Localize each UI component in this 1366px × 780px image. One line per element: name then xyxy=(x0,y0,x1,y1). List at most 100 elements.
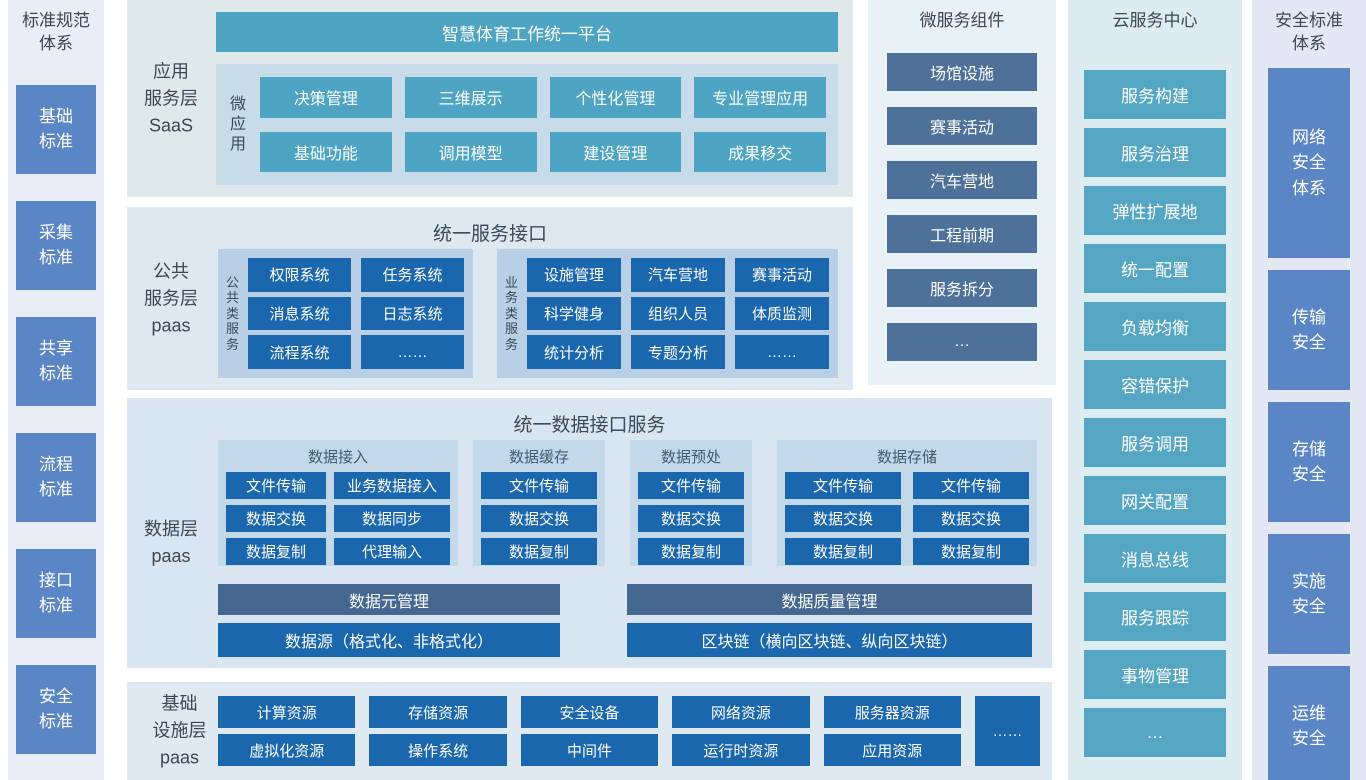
infra-item-os: 操作系统 xyxy=(369,734,507,766)
unified-data-interface-title: 统一数据接口服务 xyxy=(513,415,666,436)
cloud-service-center-title: 云服务中心 xyxy=(1112,11,1198,30)
data-preprocess-title: 数据预处 xyxy=(660,449,721,466)
data-storage-title: 数据存储 xyxy=(876,449,937,466)
data-preprocess-item: 数据复制 xyxy=(638,538,744,565)
cloud-item-more: … xyxy=(1084,708,1226,757)
public-service-layer-panel: 统一服务接口 公共 服务层 paas 公 共 类 服 务 权限系统 任务系统 消… xyxy=(127,207,853,390)
micro-app-item: 三维展示 xyxy=(404,77,537,118)
data-storage-item: 数据交换 xyxy=(913,505,1029,532)
microservice-item-camps: 汽车营地 xyxy=(887,161,1037,199)
standards-box-collection: 采集 标准 xyxy=(16,201,96,290)
cloud-service-center-panel: 云服务中心 服务构建 服务治理 弹性扩展地 统一配置 负载均衡 容错保护 服务调… xyxy=(1068,0,1242,780)
cloud-service-box-list: 服务构建 服务治理 弹性扩展地 统一配置 负载均衡 容错保护 服务调用 网关配置… xyxy=(1084,70,1226,757)
cloud-item-build: 服务构建 xyxy=(1084,70,1226,119)
app-service-layer-panel: 应用 服务层 SaaS 智慧体育工作统一平台 微 应 用 决策管理 三维展示 个… xyxy=(127,0,853,197)
micro-app-container: 微 应 用 决策管理 三维展示 个性化管理 专业管理应用 基础功能 调用模型 建… xyxy=(216,64,838,185)
business-service-item: 设施管理 xyxy=(527,258,621,292)
data-access-title: 数据接入 xyxy=(307,449,368,466)
business-service-item-more: …… xyxy=(735,335,829,369)
app-layer-label: 应用 服务层 SaaS xyxy=(144,61,198,135)
common-service-item: 流程系统 xyxy=(248,335,351,369)
security-standards-title: 安全标准 体系 xyxy=(1275,11,1343,53)
infra-item-compute: 计算资源 xyxy=(218,696,356,728)
data-storage-item: 文件传输 xyxy=(785,472,901,499)
security-box-storage: 存储 安全 xyxy=(1268,402,1350,522)
infra-item-network: 网络资源 xyxy=(672,696,810,728)
data-cache-group: 数据缓存 文件传输 数据交换 数据复制 xyxy=(473,440,605,566)
business-service-item: 统计分析 xyxy=(527,335,621,369)
data-preprocess-group: 数据预处 文件传输 数据交换 数据复制 xyxy=(630,440,752,566)
infra-item-middleware: 中间件 xyxy=(520,734,659,766)
data-access-item: 业务数据接入 xyxy=(334,472,450,499)
common-services-label: 公 共 类 服 务 xyxy=(226,274,240,352)
micro-app-item: 建设管理 xyxy=(549,131,682,172)
micro-app-item: 决策管理 xyxy=(260,77,392,118)
data-cache-item: 数据复制 xyxy=(481,538,597,565)
business-services-group: 业 务 类 服 务 设施管理 汽车营地 赛事活动 科学健身 组织人员 体质监测 … xyxy=(497,249,838,378)
security-standards-sidebar: 安全标准 体系 网络 安全 体系 传输 安全 存储 安全 实施 安全 运维 安全 xyxy=(1252,0,1366,780)
data-access-group: 数据接入 文件传输 业务数据接入 数据交换 数据同步 数据复制 代理输入 xyxy=(218,440,458,566)
standards-box-sharing: 共享 标准 xyxy=(16,317,96,406)
data-storage-item: 文件传输 xyxy=(913,472,1029,499)
data-source-bar: 数据源（格式化、非格式化） xyxy=(218,623,560,657)
infra-item-runtime: 运行时资源 xyxy=(672,734,810,766)
data-meta-management-bar: 数据元管理 xyxy=(218,584,560,615)
microservices-box-list: 场馆设施 赛事活动 汽车营地 工程前期 服务拆分 … xyxy=(887,53,1037,361)
standards-sidebar-title: 标准规范 体系 xyxy=(22,11,90,53)
micro-app-item: 个性化管理 xyxy=(549,77,682,118)
micro-app-label: 微 应 用 xyxy=(230,95,247,153)
micro-app-grid: 决策管理 三维展示 个性化管理 专业管理应用 基础功能 调用模型 建设管理 成果… xyxy=(260,77,826,172)
data-access-item: 文件传输 xyxy=(226,472,326,499)
cloud-item-config: 统一配置 xyxy=(1084,244,1226,293)
standards-box-list: 基础 标准 采集 标准 共享 标准 流程 标准 接口 标准 安全 标准 xyxy=(16,85,96,754)
data-layer-label: 数据层 paas xyxy=(144,519,198,566)
infra-more-box: …… xyxy=(974,696,1040,766)
infra-resource-grid: …… 计算资源 存储资源 安全设备 网络资源 服务器资源 虚拟化资源 操作系统 … xyxy=(218,696,1040,766)
microservices-panel: 微服务组件 场馆设施 赛事活动 汽车营地 工程前期 服务拆分 … xyxy=(868,0,1056,385)
common-services-grid: 权限系统 任务系统 消息系统 日志系统 流程系统 …… xyxy=(248,258,464,369)
security-box-operations: 运维 安全 xyxy=(1268,666,1350,780)
unified-service-interface-title: 统一服务接口 xyxy=(432,224,547,245)
infra-layer-label: 基础 设施层 paas xyxy=(152,693,207,768)
business-service-item: 汽车营地 xyxy=(631,258,725,292)
cloud-item-elastic: 弹性扩展地 xyxy=(1084,186,1226,235)
micro-app-item: 专业管理应用 xyxy=(694,77,826,118)
data-storage-group: 数据存储 文件传输 文件传输 数据交换 数据交换 数据复制 数据复制 xyxy=(777,440,1037,566)
standards-sidebar: 标准规范 体系 基础 标准 采集 标准 共享 标准 流程 标准 接口 标准 安全… xyxy=(8,0,104,780)
data-preprocess-item: 数据交换 xyxy=(638,505,744,532)
infrastructure-layer-panel: 基础 设施层 paas …… 计算资源 存储资源 安全设备 网络资源 服务器资源… xyxy=(127,682,1052,780)
common-services-group: 公 共 类 服 务 权限系统 任务系统 消息系统 日志系统 流程系统 …… xyxy=(218,249,473,378)
standards-box-security: 安全 标准 xyxy=(16,665,96,754)
micro-app-item: 成果移交 xyxy=(694,131,826,172)
microservice-item-events: 赛事活动 xyxy=(887,107,1037,145)
business-service-item: 科学健身 xyxy=(527,296,621,331)
common-service-item-more: …… xyxy=(361,335,464,369)
standards-box-interface: 接口 标准 xyxy=(16,549,96,638)
security-box-transmission: 传输 安全 xyxy=(1268,270,1350,390)
data-storage-item: 数据交换 xyxy=(785,505,901,532)
cloud-item-tracing: 服务跟踪 xyxy=(1084,592,1226,641)
infra-item-security-device: 安全设备 xyxy=(520,696,659,728)
common-service-item: 权限系统 xyxy=(248,258,351,292)
data-storage-grid: 文件传输 文件传输 数据交换 数据交换 数据复制 数据复制 xyxy=(785,472,1029,565)
data-access-item: 代理输入 xyxy=(334,538,450,565)
business-services-label: 业 务 类 服 务 xyxy=(505,274,519,352)
infra-item-application: 应用资源 xyxy=(823,734,961,766)
common-service-item: 消息系统 xyxy=(248,296,351,331)
common-service-item: 日志系统 xyxy=(361,296,464,331)
micro-app-item: 调用模型 xyxy=(404,131,537,172)
data-layer-panel: 统一数据接口服务 数据层 paas 数据接入 文件传输 业务数据接入 数据交换 … xyxy=(127,398,1052,668)
business-services-grid: 设施管理 汽车营地 赛事活动 科学健身 组织人员 体质监测 统计分析 专题分析 … xyxy=(527,258,829,369)
cloud-item-transaction: 事物管理 xyxy=(1084,650,1226,699)
cloud-item-invocation: 服务调用 xyxy=(1084,418,1226,467)
data-cache-grid: 文件传输 数据交换 数据复制 xyxy=(481,472,597,565)
cloud-item-load-balance: 负载均衡 xyxy=(1084,302,1226,351)
cloud-item-message-bus: 消息总线 xyxy=(1084,534,1226,583)
microservice-item-more: … xyxy=(887,323,1037,361)
common-service-item: 任务系统 xyxy=(361,258,464,292)
data-cache-title: 数据缓存 xyxy=(508,449,569,466)
microservice-item-splitting: 服务拆分 xyxy=(887,269,1037,307)
business-service-item: 专题分析 xyxy=(631,335,725,369)
data-preprocess-grid: 文件传输 数据交换 数据复制 xyxy=(638,472,744,565)
